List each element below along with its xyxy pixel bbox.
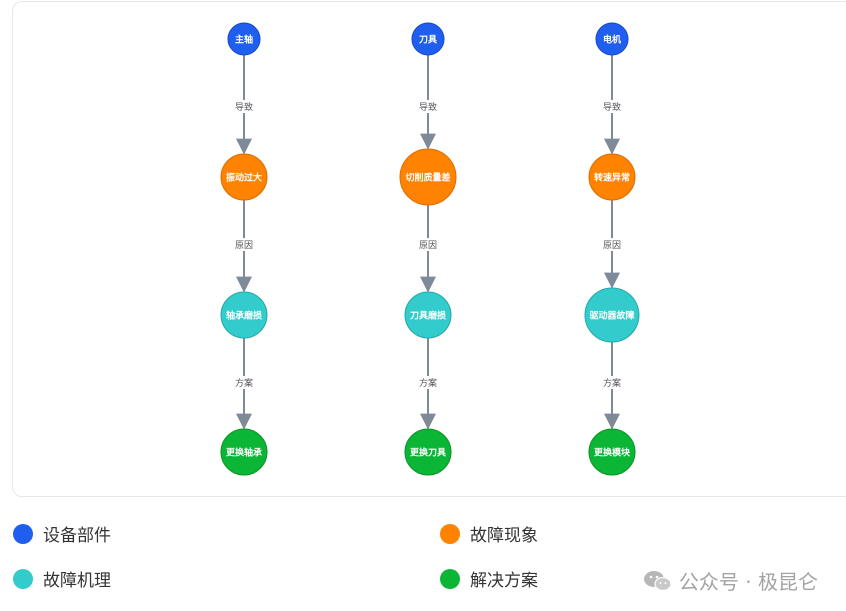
legend-dot <box>440 523 460 544</box>
node-circle[interactable] <box>399 148 457 206</box>
wechat-icon <box>643 570 672 591</box>
edge-label: 原因 <box>603 240 621 251</box>
legend-dot <box>13 523 33 544</box>
node-equipment[interactable]: 电机 <box>595 22 629 56</box>
edge-label-bg <box>232 100 256 113</box>
legend-item-mechanism: 故障机理 <box>13 566 111 591</box>
edge-label-bg <box>416 100 440 113</box>
watermark-text: 公众号 · 极昆仑 <box>678 570 818 594</box>
node-label: 更换轴承 <box>226 447 262 459</box>
node-circle[interactable] <box>220 153 268 201</box>
node-circle[interactable] <box>411 22 445 56</box>
node-label: 更换刀具 <box>410 447 446 459</box>
legend-label: 设备部件 <box>43 526 111 546</box>
watermark: 公众号 · 极昆仑 <box>643 566 818 595</box>
node-label: 电机 <box>603 34 621 46</box>
node-circle[interactable] <box>227 22 261 56</box>
node-solution[interactable]: 更换模块 <box>588 428 636 476</box>
node-circle[interactable] <box>588 428 636 476</box>
legend-item-solution: 解决方案 <box>440 566 538 591</box>
legend-dot <box>440 568 460 589</box>
node-circle[interactable] <box>220 428 268 476</box>
node-circle[interactable] <box>584 287 640 343</box>
legend-item-phenomenon: 故障现象 <box>440 521 538 546</box>
node-circle[interactable] <box>404 291 452 339</box>
node-solution[interactable]: 更换轴承 <box>220 428 268 476</box>
node-phenomenon[interactable]: 转速异常 <box>588 153 636 201</box>
node-circle[interactable] <box>595 22 629 56</box>
node-mechanism[interactable]: 刀具磨损 <box>404 291 452 339</box>
legend-label: 故障机理 <box>43 571 111 591</box>
node-label: 驱动器故障 <box>589 310 634 322</box>
node-mechanism[interactable]: 驱动器故障 <box>584 287 640 343</box>
node-mechanism[interactable]: 轴承磨损 <box>220 291 268 339</box>
edge-label-bg <box>600 100 624 113</box>
node-equipment[interactable]: 主轴 <box>227 22 261 56</box>
node-phenomenon[interactable]: 振动过大 <box>220 153 268 201</box>
node-label: 主轴 <box>235 34 253 46</box>
legend-item-equipment: 设备部件 <box>13 521 111 546</box>
node-label: 刀具 <box>419 35 437 46</box>
edge-label-bg <box>416 376 440 389</box>
edge-label: 方案 <box>419 377 437 389</box>
legend-dot <box>13 568 33 589</box>
node-label: 刀具磨损 <box>410 310 446 322</box>
node-solution[interactable]: 更换刀具 <box>404 428 452 476</box>
edge-label-bg <box>600 376 624 389</box>
legend-label: 故障现象 <box>470 526 538 546</box>
node-label: 更换模块 <box>594 447 631 459</box>
node-equipment[interactable]: 刀具 <box>411 22 445 56</box>
node-circle[interactable] <box>404 428 452 476</box>
node-circle[interactable] <box>588 153 636 201</box>
edge-label: 导致 <box>235 101 253 113</box>
edge-label: 原因 <box>419 240 437 251</box>
node-phenomenon[interactable]: 切削质量差 <box>399 148 457 206</box>
edge-label: 导致 <box>419 101 437 113</box>
edge-label: 原因 <box>235 240 253 251</box>
edge-label-bg <box>600 238 624 251</box>
legend: 设备部件 故障现象 故障机理 解决方案 <box>0 510 846 600</box>
node-label: 轴承磨损 <box>226 310 262 322</box>
edge-label: 导致 <box>603 101 621 113</box>
edge-label: 方案 <box>235 377 253 389</box>
legend-label: 解决方案 <box>470 571 538 591</box>
node-circle[interactable] <box>220 291 268 339</box>
node-label: 振动过大 <box>226 172 262 184</box>
edge-label-bg <box>232 238 256 251</box>
edge-label: 方案 <box>603 377 621 389</box>
edge-label-bg <box>232 376 256 389</box>
node-label: 转速异常 <box>594 172 630 184</box>
edge-label-bg <box>416 238 440 251</box>
node-label: 切削质量差 <box>405 172 450 184</box>
